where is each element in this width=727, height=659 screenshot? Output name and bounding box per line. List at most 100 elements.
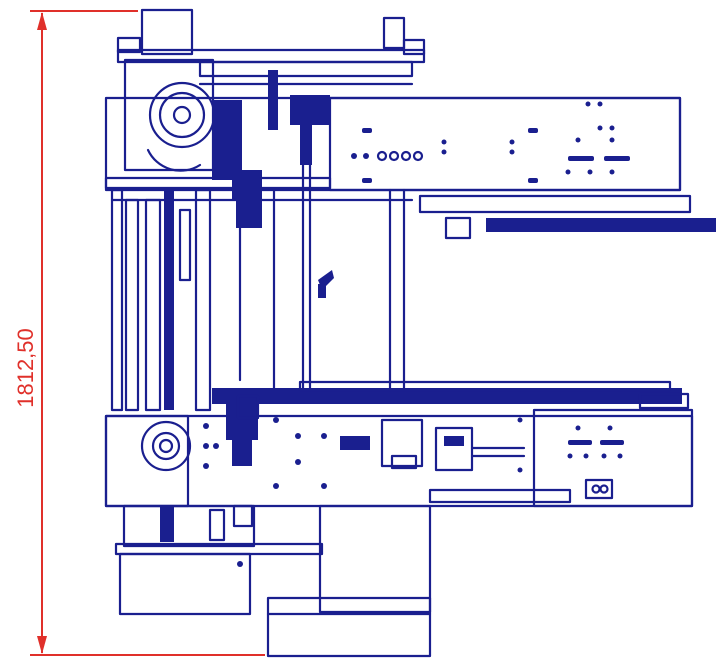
hole [609,125,615,131]
hole [273,483,279,489]
hole [203,443,209,449]
hole [203,423,209,429]
slot [362,178,372,183]
hole [585,101,591,107]
hole [517,417,523,423]
slot [528,128,538,133]
upper-conveyor [486,218,716,232]
mid-conveyor [212,388,682,404]
vertical-slide [236,180,262,228]
hole [597,125,603,131]
lower-slide [232,440,252,466]
lower-block [380,418,424,468]
hole [517,467,523,473]
lower-valve [340,436,370,450]
lower-plate-right-panel [532,408,694,508]
socket-pin [599,484,609,494]
machine-body [104,8,716,658]
base-box-left [118,552,252,616]
hole [509,149,515,155]
lower-wheel-hub [158,438,174,454]
lower-ledge [428,488,572,504]
base-legs [122,504,256,548]
left-column-6 [194,188,212,412]
base-box-center [318,504,432,614]
hole [565,169,571,175]
slot [528,178,538,183]
hole [351,153,357,159]
hole [412,150,424,162]
slot [362,128,372,133]
hole [295,459,301,465]
hole [295,433,301,439]
dimension-label: 1812,50 [13,328,38,408]
dimension-arrow-bottom [37,636,47,654]
mid-conveyor-top [298,380,672,392]
hole [441,139,447,145]
hole [575,137,581,143]
hole [597,101,603,107]
hole [567,453,573,459]
dimension-arrow-top [37,12,47,30]
upper-mechanism-block-2 [268,70,278,130]
hole [587,169,593,175]
hole [213,443,219,449]
upper-plate [104,96,682,192]
mid-conveyor-end [638,392,690,410]
top-crossbar-left-tab [116,36,142,54]
slot-long [568,156,594,161]
hole [363,153,369,159]
hole [203,463,209,469]
lower-wheel-outer [140,420,192,472]
hole [575,425,581,431]
top-crossbar-right-tab [402,38,426,56]
socket [584,478,614,500]
left-column-5 [178,208,192,282]
slot-long [568,440,592,445]
lever-handle [318,284,326,298]
lower-clamp [226,390,258,440]
lower-box-inner [444,436,464,446]
upper-clamp-2 [300,125,312,165]
socket-pin [591,484,601,494]
hole [583,453,589,459]
top-mount-block [140,8,194,56]
upper-wheel-hub [172,105,192,125]
upper-conveyor-top [418,194,692,214]
lower-box [434,426,474,472]
hole [376,150,388,162]
upper-plate-raised [328,96,682,192]
base-leg [160,506,174,542]
left-column [110,188,124,412]
slot-long [600,440,624,445]
hole [609,169,615,175]
hole [321,483,327,489]
lower-block-foot [390,454,418,470]
upper-clamp [290,95,330,125]
hole [388,150,400,162]
top-rail [198,60,414,78]
hole [601,453,607,459]
left-column-4 [164,190,174,410]
slot-long [604,156,630,161]
upper-mechanism-block [212,100,242,180]
lower-wheel-inner [151,431,181,461]
hole [509,139,515,145]
left-column-2 [124,198,140,412]
hole [609,137,615,143]
hole [321,433,327,439]
height-dimension: 1812,50 [13,10,265,656]
upper-conveyor-block [444,216,472,240]
left-column-3 [144,198,162,412]
hole [607,425,613,431]
upper-wheel-arc [146,148,202,172]
hole [273,417,279,423]
base-leg-3 [232,504,254,528]
lower-clamp-box [236,394,260,420]
upper-wheel-mid [158,91,206,139]
base-box-bottom [266,596,432,658]
hole [441,149,447,155]
base-leg-2 [208,508,226,542]
hole [617,453,623,459]
